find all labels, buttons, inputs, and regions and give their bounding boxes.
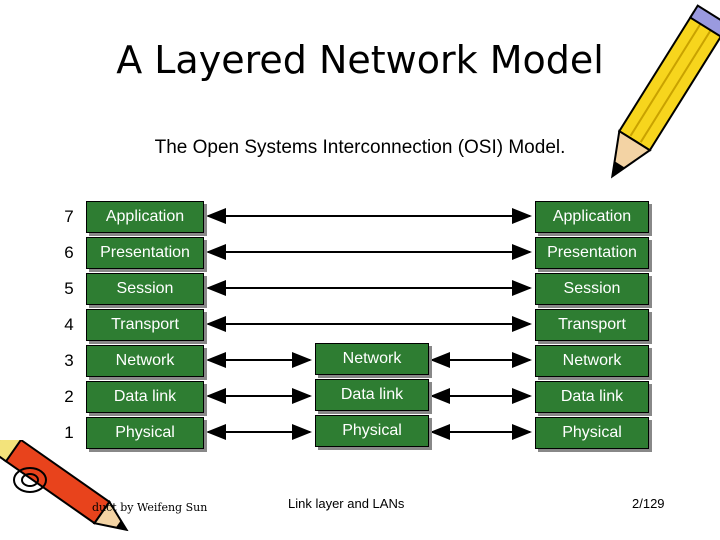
layer-number-5: 5 <box>64 279 74 298</box>
pencil-icon <box>0 440 129 532</box>
layer-box-network: Network <box>86 345 204 377</box>
router-box-physical: Physical <box>315 415 429 447</box>
peer-box-presentation: Presentation <box>535 237 649 269</box>
layer-box-session: Session <box>86 273 204 305</box>
footer-topic: Link layer and LANs <box>288 496 405 511</box>
peer-box-application: Application <box>535 201 649 233</box>
peer-box-physical: Physical <box>535 417 649 449</box>
slide-subtitle: The Open Systems Interconnection (OSI) M… <box>154 137 566 158</box>
layer-number-2: 2 <box>64 387 74 406</box>
peer-box-network: Network <box>535 345 649 377</box>
layer-box-application: Application <box>86 201 204 233</box>
layer-number-4: 4 <box>64 315 74 334</box>
footer-author: duct by Weifeng Sun <box>92 501 208 514</box>
router-box-data-link: Data link <box>315 379 429 411</box>
peer-box-data-link: Data link <box>535 381 649 413</box>
router-box-network: Network <box>315 343 429 375</box>
layer-number-7: 7 <box>64 207 74 226</box>
layer-number-3: 3 <box>64 351 74 370</box>
page-number: 2/129 <box>632 496 665 511</box>
pencil-icon <box>610 4 720 179</box>
peer-box-session: Session <box>535 273 649 305</box>
layer-box-presentation: Presentation <box>86 237 204 269</box>
peer-box-transport: Transport <box>535 309 649 341</box>
layer-number-1: 1 <box>64 423 74 442</box>
layer-box-physical: Physical <box>86 417 204 449</box>
layer-box-transport: Transport <box>86 309 204 341</box>
layer-box-data-link: Data link <box>86 381 204 413</box>
layer-number-6: 6 <box>64 243 74 262</box>
slide-title: A Layered Network Model <box>116 38 604 82</box>
